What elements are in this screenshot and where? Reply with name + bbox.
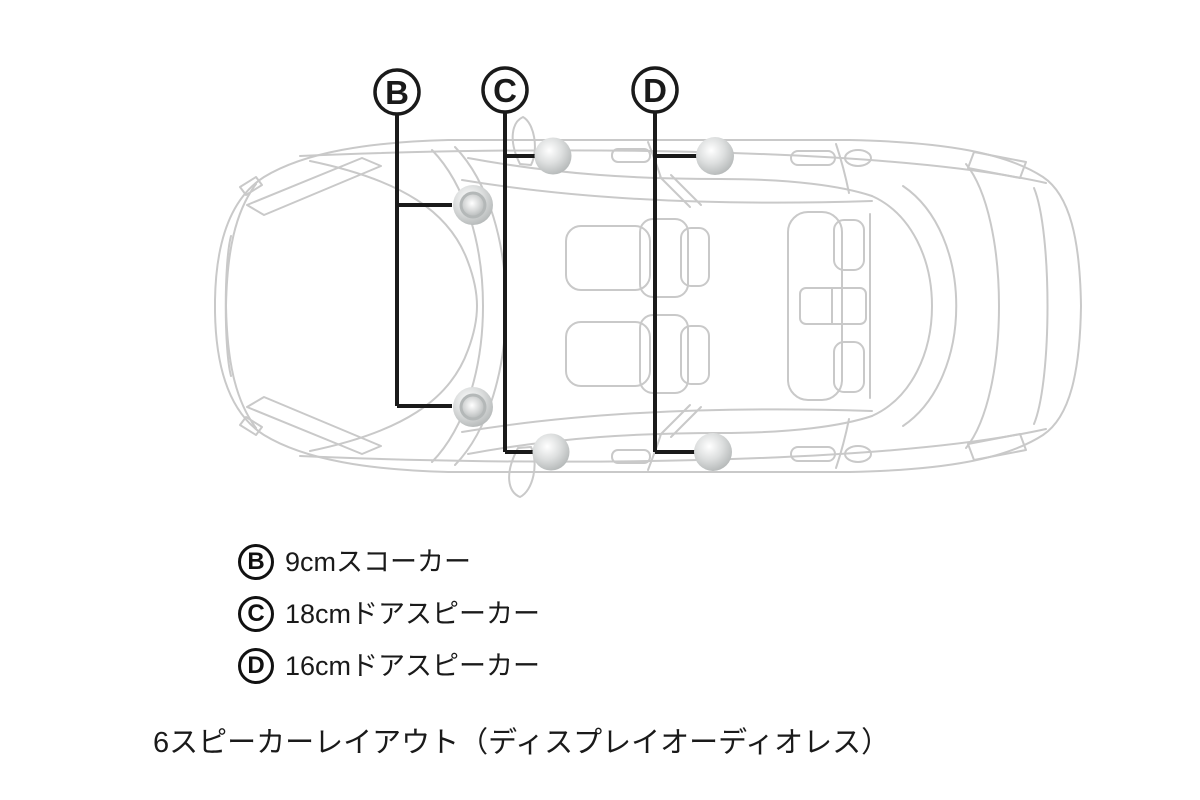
rear-window	[871, 195, 933, 417]
taillight-right	[967, 433, 1027, 461]
legend-label-d: 16cmドアスピーカー	[285, 650, 541, 681]
marker-c-letter: C	[493, 72, 517, 109]
headlight-left	[246, 157, 382, 216]
door-handle	[611, 148, 651, 163]
speaker-b-dash-right	[453, 387, 493, 427]
marker-c: C	[481, 66, 529, 114]
headlight-right	[246, 396, 382, 455]
diagram-caption: 6スピーカーレイアウト（ディスプレイオーディオレス）	[153, 727, 891, 759]
legend-circle-b: B	[238, 544, 274, 580]
leader-lines	[395, 112, 697, 454]
marker-d-letter: D	[643, 72, 667, 109]
markers: B C D	[373, 66, 679, 116]
windshield	[431, 149, 484, 463]
rear-bench-seat	[787, 211, 871, 401]
speaker-c-front-door-right	[532, 433, 570, 471]
door-handle	[790, 446, 836, 462]
leader-line-b	[395, 114, 452, 408]
marker-d: D	[631, 66, 679, 114]
front-bumper	[225, 183, 257, 429]
speaker-b-dash-left	[453, 185, 493, 225]
speaker-d-rear-door-right	[694, 433, 732, 471]
speaker-d-rear-door-left	[696, 137, 734, 175]
door-handle	[790, 150, 836, 166]
legend-item-c: C 18cmドアスピーカー	[238, 596, 540, 632]
car-top-view	[214, 116, 1082, 498]
marker-b: B	[373, 68, 421, 116]
legend-circle-d: D	[238, 648, 274, 684]
legend-label-c: 18cmドアスピーカー	[285, 598, 541, 629]
leader-line-d	[653, 112, 697, 454]
legend-circle-c: C	[238, 596, 274, 632]
legend-item-b: B 9cmスコーカー	[238, 544, 471, 580]
legend-item-d: D 16cmドアスピーカー	[238, 648, 540, 684]
taillight-left	[967, 151, 1027, 179]
front-seats	[565, 218, 710, 394]
door-handle	[611, 449, 651, 464]
speaker-c-front-door-left	[534, 137, 572, 175]
legend-label-b: 9cmスコーカー	[285, 546, 472, 577]
trunk-lines	[965, 163, 1000, 449]
car-body-outline	[214, 139, 1082, 473]
marker-b-letter: B	[385, 74, 409, 111]
speakers	[453, 137, 734, 471]
leader-line-c	[503, 112, 536, 454]
